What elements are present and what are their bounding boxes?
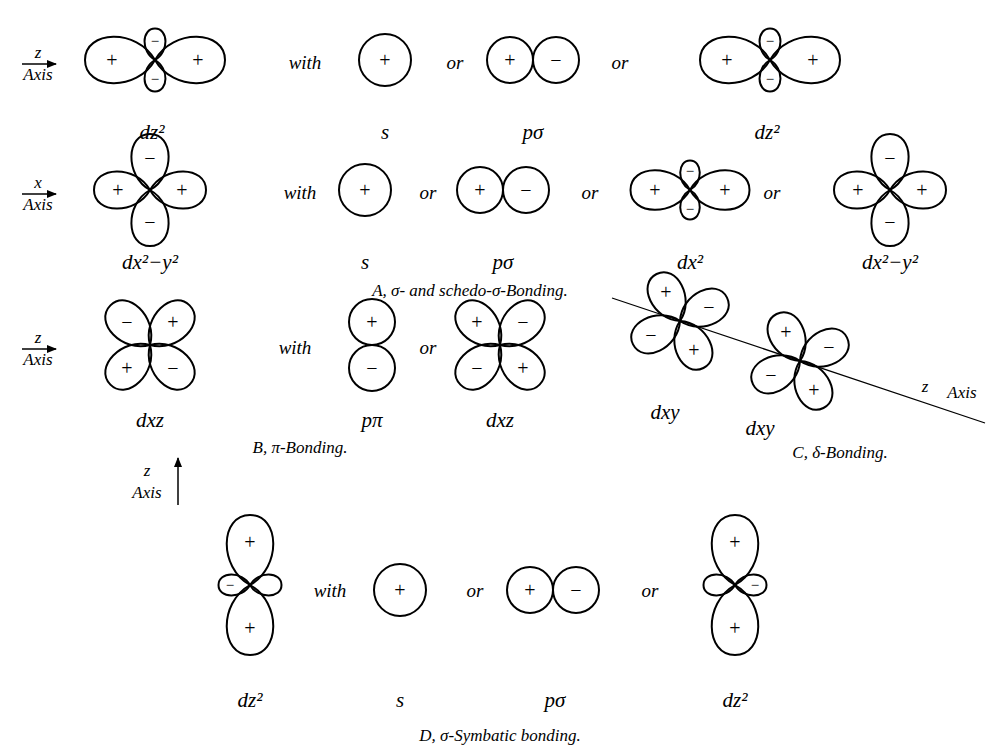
connective-word: or xyxy=(420,183,437,202)
phase-sign: − xyxy=(751,578,759,593)
phase-sign: − xyxy=(884,212,895,232)
orbital-label: dx²−y² xyxy=(122,252,178,273)
axis-label: Axis xyxy=(947,384,976,401)
phase-sign: − xyxy=(686,202,694,217)
phase-sign: + xyxy=(729,532,740,552)
phase-sign: − xyxy=(765,365,776,385)
phase-sign: + xyxy=(471,312,482,332)
phase-sign: + xyxy=(244,532,255,552)
phase-sign: − xyxy=(823,337,834,357)
phase-sign: − xyxy=(151,34,159,49)
phase-sign: + xyxy=(808,380,819,400)
phase-sign: + xyxy=(660,282,671,302)
phase-sign: − xyxy=(703,297,714,317)
axis-label: z xyxy=(35,44,42,61)
phase-sign: + xyxy=(721,50,732,70)
panel-caption: A, σ- and schedo-σ-Bonding. xyxy=(372,282,568,299)
connective-word: or xyxy=(642,581,659,600)
phase-sign: − xyxy=(167,358,178,378)
phase-sign: − xyxy=(686,164,694,179)
phase-sign: − xyxy=(151,72,159,87)
phase-sign: + xyxy=(379,50,390,70)
phase-sign: + xyxy=(106,50,117,70)
connective-word: or xyxy=(467,581,484,600)
phase-sign: + xyxy=(517,358,528,378)
orbital-label: dz² xyxy=(140,122,165,143)
phase-sign: − xyxy=(226,578,234,593)
connective-word: or xyxy=(612,53,629,72)
phase-sign: + xyxy=(394,580,405,600)
axis-label: z xyxy=(144,462,151,479)
phase-sign: − xyxy=(645,325,656,345)
axis-label: Axis xyxy=(132,484,161,501)
connective-word: with xyxy=(289,53,322,72)
orbital-label: pσ xyxy=(523,122,544,143)
orbital-label: dxz xyxy=(136,410,164,431)
phase-sign: + xyxy=(366,312,377,332)
phase-sign: + xyxy=(916,180,927,200)
orbital-label: dz² xyxy=(755,122,780,143)
panel-caption: D, σ-Symbatic bonding. xyxy=(419,727,580,744)
connective-word: or xyxy=(582,183,599,202)
phase-sign: − xyxy=(766,34,774,49)
phase-sign: + xyxy=(719,180,730,200)
phase-sign: + xyxy=(167,312,178,332)
phase-sign: − xyxy=(884,148,895,168)
phase-sign: + xyxy=(729,618,740,638)
orbital-label: dxy xyxy=(650,402,679,423)
phase-sign: − xyxy=(121,312,132,332)
orbital-label: pσ xyxy=(545,690,566,711)
phase-sign: + xyxy=(474,180,485,200)
orbital-label: s xyxy=(396,690,404,711)
phase-sign: + xyxy=(807,50,818,70)
panel-caption: B, π-Bonding. xyxy=(253,439,348,456)
phase-sign: − xyxy=(471,358,482,378)
orbital-label: dx²−y² xyxy=(862,252,918,273)
axis-label: z xyxy=(35,329,42,346)
axis-label: Axis xyxy=(23,66,52,83)
phase-sign: + xyxy=(852,180,863,200)
phase-sign: + xyxy=(244,618,255,638)
axis-label: z xyxy=(922,378,929,395)
phase-sign: + xyxy=(524,580,535,600)
orbital-label: dxz xyxy=(486,410,514,431)
orbital-label: dxy xyxy=(745,418,774,439)
phase-sign: + xyxy=(176,180,187,200)
connective-word: or xyxy=(447,53,464,72)
axis-label: Axis xyxy=(23,351,52,368)
connective-word: or xyxy=(764,183,781,202)
phase-sign: + xyxy=(121,358,132,378)
orbital-label: pσ xyxy=(493,252,514,273)
axis-label: x xyxy=(34,174,42,191)
orbital-label: dz² xyxy=(238,690,263,711)
connective-word: with xyxy=(314,581,347,600)
phase-sign: − xyxy=(144,148,155,168)
phase-sign: − xyxy=(517,312,528,332)
phase-sign: − xyxy=(550,50,561,70)
phase-sign: + xyxy=(780,322,791,342)
axis-label: Axis xyxy=(23,196,52,213)
connective-word: or xyxy=(420,338,437,357)
phase-sign: − xyxy=(366,358,377,378)
phase-sign: − xyxy=(520,180,531,200)
phase-sign: + xyxy=(112,180,123,200)
orbital-label: dz² xyxy=(723,690,748,711)
connective-word: with xyxy=(284,183,317,202)
phase-sign: − xyxy=(144,212,155,232)
connective-word: with xyxy=(279,338,312,357)
phase-sign: + xyxy=(504,50,515,70)
panel-caption: C, δ-Bonding. xyxy=(792,444,887,461)
orbital-label: dx² xyxy=(677,252,703,273)
phase-sign: + xyxy=(649,180,660,200)
phase-sign: − xyxy=(766,72,774,87)
orbital-label: pπ xyxy=(361,410,382,431)
orbital-label: s xyxy=(361,252,369,273)
phase-sign: + xyxy=(192,50,203,70)
orbital-label: s xyxy=(381,122,389,143)
phase-sign: + xyxy=(688,340,699,360)
phase-sign: − xyxy=(570,580,581,600)
phase-sign: + xyxy=(359,180,370,200)
